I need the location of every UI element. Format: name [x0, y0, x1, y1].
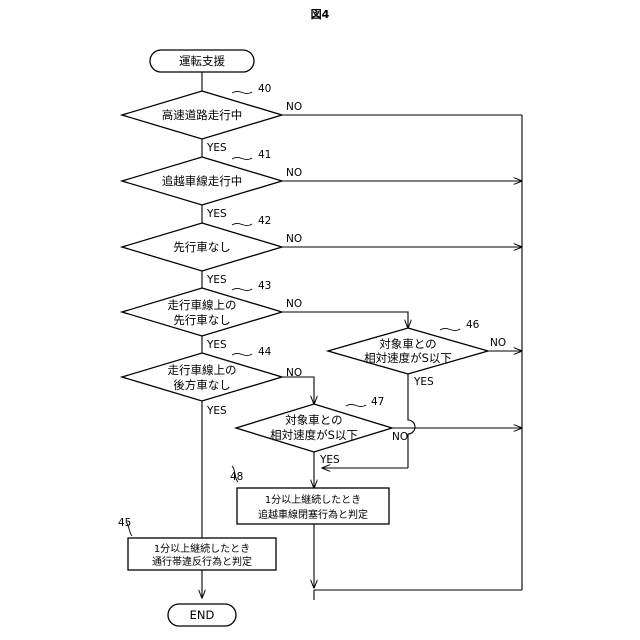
start-label: 運転支援 [179, 54, 225, 68]
ref-47: 47 [371, 396, 384, 408]
no-branch-43 [282, 312, 408, 328]
yes-label-43: YES [206, 339, 227, 351]
process-45-line1: 1分以上継続したとき [154, 542, 250, 555]
decision-40: 高速道路走行中 40 [122, 83, 282, 139]
ref-leader-41 [232, 157, 252, 159]
ref-46: 46 [466, 319, 480, 331]
decision-42-text: 先行車なし [173, 240, 231, 254]
process-45-line2: 通行帯違反行為と判定 [152, 555, 252, 568]
decision-43-line1: 走行車線上の [168, 298, 237, 312]
ref-leader-42 [232, 223, 252, 225]
process-48-line1: 1分以上継続したとき [265, 493, 361, 506]
ref-40: 40 [258, 83, 271, 95]
decision-41: 追越車線走行中 41 [122, 149, 282, 205]
yes-branch-46 [408, 374, 415, 468]
no-label-43: NO [286, 298, 302, 310]
ref-leader-43 [232, 288, 252, 290]
decision-40-text: 高速道路走行中 [162, 108, 243, 122]
yes-label-42: YES [206, 274, 227, 286]
yes-label-46: YES [413, 376, 434, 388]
decision-47-line2: 相対速度がS以下 [270, 428, 358, 442]
ref-42: 42 [258, 215, 271, 227]
end-terminal: END [168, 604, 236, 626]
ref-45: 45 [118, 517, 131, 529]
decision-43: 走行車線上の 先行車なし 43 [122, 280, 282, 336]
no-label-42: NO [286, 233, 302, 245]
ref-leader-47 [346, 404, 366, 406]
branch-labels: NO YES NO YES NO YES NO YES NO YES NO YE… [206, 101, 506, 466]
yes-label-44: YES [206, 405, 227, 417]
ref-leader-46 [440, 328, 460, 330]
ref-leader-40 [232, 91, 252, 93]
no-branch-44 [282, 377, 314, 404]
ref-48: 48 [230, 471, 243, 483]
decision-47: 対象車との 相対速度がS以下 47 [236, 396, 392, 452]
no-label-47: NO [392, 431, 408, 443]
ref-41: 41 [258, 149, 271, 161]
decision-44: 走行車線上の 後方車なし 44 [122, 346, 282, 401]
process-45: 1分以上継続したとき 通行帯違反行為と判定 45 [118, 517, 276, 570]
ref-43: 43 [258, 280, 271, 292]
end-label: END [190, 608, 215, 622]
yes-label-41: YES [206, 208, 227, 220]
decision-46-line1: 対象車との [379, 337, 436, 351]
decision-44-line1: 走行車線上の [168, 363, 237, 377]
decision-43-line2: 先行車なし [173, 313, 231, 327]
no-label-46: NO [490, 337, 506, 349]
decision-41-text: 追越車線走行中 [162, 174, 243, 188]
decision-47-line1: 対象車との [285, 413, 342, 427]
ref-leader-44 [232, 353, 252, 355]
no-label-41: NO [286, 167, 302, 179]
process-48: 1分以上継続したとき 追越車線閉塞行為と判定 48 [230, 466, 389, 524]
process-48-line2: 追越車線閉塞行為と判定 [258, 508, 368, 521]
yes-label-47: YES [319, 454, 340, 466]
figure-title: 図4 [311, 7, 330, 21]
decision-44-line2: 後方車なし [173, 378, 231, 392]
ref-44: 44 [258, 346, 272, 358]
no-label-40: NO [286, 101, 302, 113]
decision-46-line2: 相対速度がS以下 [364, 351, 452, 365]
yes-label-40: YES [206, 142, 227, 154]
start-terminal: 運転支援 [150, 50, 254, 72]
decision-42: 先行車なし 42 [122, 215, 282, 271]
no-label-44: NO [286, 367, 302, 379]
